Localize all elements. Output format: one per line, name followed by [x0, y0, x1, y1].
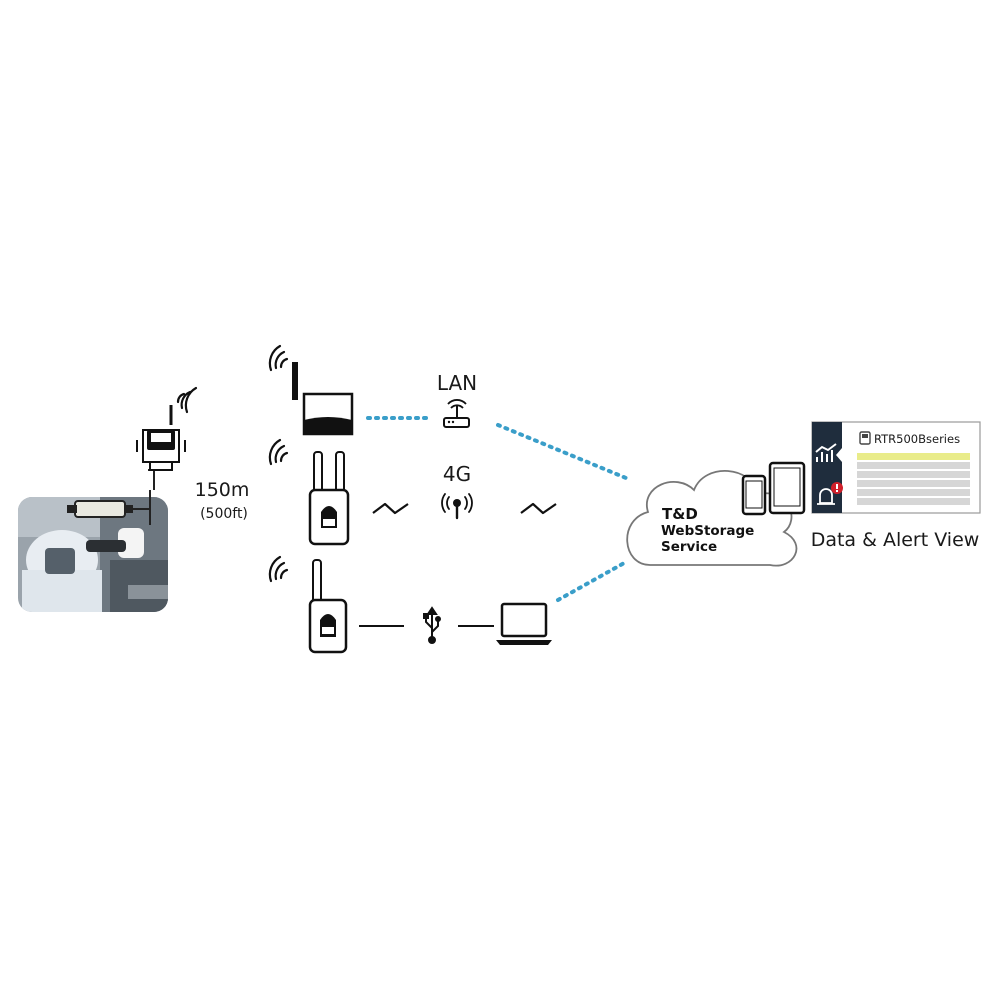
- distance-label: 150m: [195, 479, 250, 501]
- chart-icon: [815, 443, 837, 462]
- laptop-cloud-link: [556, 560, 628, 602]
- tablet-icon: [768, 461, 806, 515]
- lan-label: LAN: [437, 371, 477, 395]
- cloud-title-3: Service: [661, 539, 717, 555]
- logger-icon: [859, 431, 871, 445]
- usb-base-station: [308, 559, 348, 654]
- cloud-title: T&D: [662, 505, 698, 523]
- wifi-signal-icon: [176, 386, 198, 414]
- lan-base-station: [292, 362, 354, 436]
- series-label: RTR500Bseries: [874, 432, 960, 446]
- wifi-signal-icon: [268, 555, 289, 583]
- logger-icon: [136, 405, 186, 471]
- cloud-title-2: WebStorage: [661, 523, 754, 539]
- wireless-link-bolt: [520, 502, 557, 515]
- alarm-icon: [817, 482, 843, 505]
- smartphone-icon: [741, 474, 767, 516]
- view-caption: Data & Alert View: [811, 529, 980, 551]
- lan-link-2: [496, 423, 628, 480]
- antenna-signal-icon: [441, 493, 473, 520]
- router-icon: [443, 399, 470, 428]
- data-table: [857, 453, 970, 505]
- laptop-icon: [496, 602, 552, 645]
- wireless-link-bolt: [372, 502, 409, 515]
- cellular-base-station: [308, 451, 350, 546]
- usb-icon: [423, 606, 441, 644]
- wifi-signal-icon: [268, 438, 289, 466]
- wifi-signal-icon: [268, 344, 289, 372]
- cellular-label: 4G: [443, 462, 471, 486]
- distance-label-ft: (500ft): [200, 506, 248, 522]
